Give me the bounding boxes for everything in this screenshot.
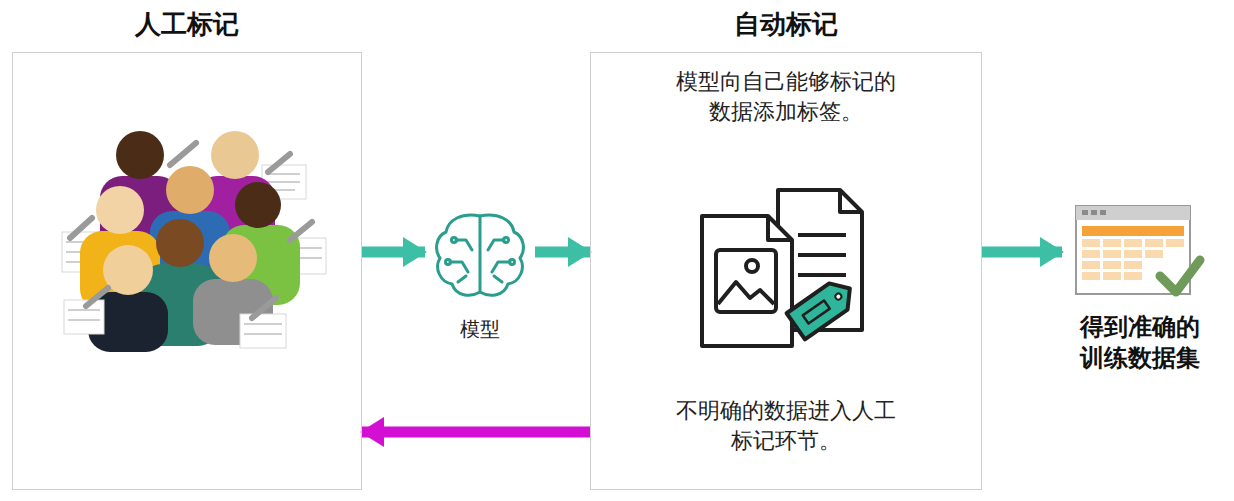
dataset-icon	[1103, 272, 1121, 280]
manual-panel: 人工标记	[12, 52, 362, 490]
dataset-icon	[1082, 239, 1184, 280]
model-icon	[504, 238, 509, 243]
dataset-icon	[1082, 239, 1100, 247]
people-illustration	[96, 186, 144, 234]
document-icon	[787, 275, 859, 339]
model-label: 模型	[425, 316, 535, 343]
model-icon	[450, 262, 468, 272]
model-icon	[456, 240, 472, 250]
dataset-icon	[1100, 210, 1106, 215]
document-icon	[803, 300, 830, 323]
people-illustration	[209, 234, 257, 282]
people-illustration	[267, 173, 300, 175]
people-illustration	[290, 222, 312, 240]
dataset-icon	[1124, 261, 1142, 269]
document-icon	[718, 282, 774, 304]
dataset-icon	[1124, 250, 1142, 258]
document-icon	[702, 216, 792, 346]
dataset-icon	[1082, 210, 1088, 215]
model-icon	[488, 240, 504, 250]
model-icon	[494, 276, 502, 282]
dataset-icon	[1103, 261, 1121, 269]
model-icon	[452, 238, 457, 243]
dataset-icon	[1166, 239, 1184, 247]
dataset-icon	[1076, 206, 1190, 220]
dataset-icon	[1082, 226, 1184, 236]
people-illustration	[244, 333, 282, 335]
panel-description: 模型向自己能够标记的数据添加标签。	[671, 67, 901, 126]
document-icon	[746, 260, 758, 272]
people-illustration	[267, 181, 300, 183]
people-illustration	[240, 314, 286, 348]
document-icon	[798, 273, 846, 277]
dataset-icon	[1124, 272, 1142, 280]
panel-heading: 人工标记	[13, 7, 361, 42]
document-icon	[768, 216, 792, 240]
document-icon	[798, 233, 846, 237]
flow-arrow	[535, 247, 590, 258]
dataset-icon	[1082, 250, 1100, 258]
dataset-icon	[1082, 272, 1100, 280]
dataset-icon	[1124, 239, 1142, 247]
people-illustration	[156, 219, 204, 267]
people-illustration	[252, 298, 276, 318]
people-illustration	[86, 288, 108, 306]
panel-heading: 自动标记	[591, 7, 981, 42]
model-icon	[437, 215, 524, 295]
model-icon	[510, 260, 515, 265]
result-label: 得到准确的训练数据集	[1078, 312, 1202, 374]
flow-arrow	[982, 247, 1062, 258]
people-illustration	[68, 319, 100, 321]
model-icon	[446, 260, 451, 265]
people-illustration	[244, 323, 282, 325]
dataset-icon	[1145, 239, 1163, 247]
document-icon	[716, 250, 776, 312]
document-icon	[702, 190, 862, 346]
document-icon	[834, 292, 842, 300]
people-illustration	[70, 143, 312, 318]
dataset-icon	[1076, 206, 1200, 294]
model-icon	[458, 276, 466, 282]
people-illustration	[268, 154, 290, 172]
document-icon	[798, 253, 846, 257]
model-icon	[479, 216, 482, 292]
dataset-icon	[1076, 206, 1190, 294]
feedback-arrow	[362, 427, 590, 438]
people-illustration	[166, 166, 214, 214]
people-illustration	[170, 143, 196, 165]
auto-panel: 自动标记模型向自己能够标记的数据添加标签。不明确的数据进入人工标记环节。	[590, 52, 982, 490]
panel-note: 不明确的数据进入人工标记环节。	[671, 396, 901, 455]
model-icon	[492, 262, 510, 272]
document-icon	[787, 275, 859, 339]
dataset-icon	[1091, 210, 1097, 215]
people-illustration	[211, 131, 259, 179]
result-node: 得到准确的训练数据集	[1062, 200, 1218, 383]
dataset-icon	[1145, 250, 1163, 258]
people-illustration	[116, 131, 164, 179]
flow-arrow	[362, 247, 425, 258]
document-icon	[840, 190, 862, 212]
model-node: 模型	[425, 200, 535, 351]
dataset-icon	[1103, 250, 1121, 258]
dataset-icon	[1103, 239, 1121, 247]
people-illustration	[68, 309, 100, 311]
people-illustration	[62, 131, 326, 352]
people-illustration	[70, 218, 92, 238]
model-icon	[437, 215, 524, 295]
dataset-icon	[1160, 260, 1200, 292]
dataset-icon	[1082, 261, 1100, 269]
people-illustration	[235, 182, 281, 228]
